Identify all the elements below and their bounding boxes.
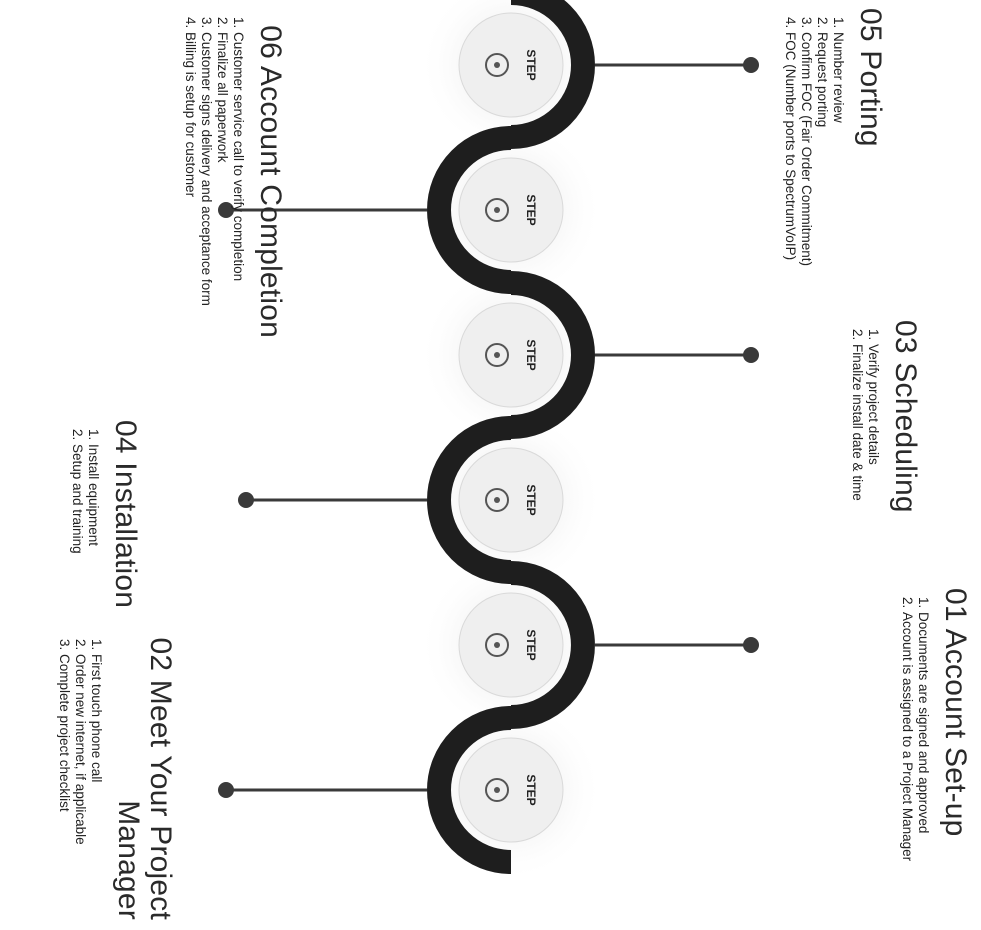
step-node: STEP — [458, 12, 564, 118]
step-06-block: 06 Account Completion Customer service c… — [182, 8, 287, 338]
step-04-title: 04 Installation — [109, 420, 142, 609]
road-segment — [510, 0, 595, 149]
step-03-block: 03 Scheduling Verify project details Fin… — [849, 320, 922, 580]
list-item: First touch phone call — [88, 654, 104, 920]
list-item: Account is assigned to a Project Manager — [899, 612, 915, 918]
list-item: Finalize all paperwork — [214, 32, 230, 338]
list-item: Order new internet, if applicable — [72, 654, 88, 920]
road-segment — [510, 561, 595, 729]
connector-dot — [218, 782, 234, 798]
road-segment — [510, 271, 595, 439]
connector-dot — [238, 492, 254, 508]
step-label: STEP — [524, 339, 538, 370]
step-node: STEP — [458, 302, 564, 408]
step-02-title: 02 Meet Your Project Manager — [112, 637, 177, 920]
list-item: Number review — [830, 32, 846, 308]
step-label: STEP — [524, 194, 538, 225]
step-label: STEP — [524, 774, 538, 805]
step-node: STEP — [458, 737, 564, 843]
step-node: STEP — [458, 447, 564, 553]
connector-dot — [743, 57, 759, 73]
phone-transfer-icon — [485, 633, 509, 657]
step-06-title: 06 Account Completion — [254, 25, 287, 338]
connector-dot — [743, 637, 759, 653]
step-03-title: 03 Scheduling — [889, 320, 922, 513]
step-02-list: First touch phone call Order new interne… — [56, 630, 104, 920]
step-04-block: 04 Installation Install equipment Setup … — [69, 420, 142, 660]
tools-icon — [485, 488, 509, 512]
step-05-list: Number review Request porting Confirm FO… — [782, 8, 846, 308]
road-segment — [427, 416, 512, 584]
calendar-icon — [485, 343, 509, 367]
list-item: Verify project details — [865, 344, 881, 580]
list-item: Customer signs delivery and acceptance f… — [198, 32, 214, 338]
step-01-list: Documents are signed and approved Accoun… — [899, 588, 931, 918]
step-node: STEP — [458, 592, 564, 698]
road-segment — [427, 706, 512, 874]
connector-dot — [743, 347, 759, 363]
list-item: Billing is setup for customer — [182, 32, 198, 338]
handshake-icon — [485, 198, 509, 222]
list-item: Complete project checklist — [56, 654, 72, 920]
step-02-block: 02 Meet Your Project Manager First touch… — [56, 630, 177, 920]
step-label: STEP — [524, 484, 538, 515]
step-03-list: Verify project details Finalize install … — [849, 320, 881, 580]
step-node: STEP — [458, 157, 564, 263]
step-05-title: 05 Porting — [854, 8, 887, 147]
list-item: Install equipment — [85, 444, 101, 660]
pen-icon — [485, 53, 509, 77]
trophy-icon — [485, 778, 509, 802]
road-segment — [427, 126, 512, 294]
list-item: FOC (Number ports to SpectrumVoIP) — [782, 32, 798, 308]
step-label: STEP — [524, 49, 538, 80]
step-01-title: 01 Account Set-up — [939, 588, 972, 837]
list-item: Finalize install date & time — [849, 344, 865, 580]
list-item: Confirm FOC (Fair Order Commitment) — [798, 32, 814, 308]
list-item: Setup and training — [69, 444, 85, 660]
step-label: STEP — [524, 629, 538, 660]
step-04-list: Install equipment Setup and training — [69, 420, 101, 660]
connector-dot — [218, 202, 234, 218]
step-01-block: 01 Account Set-up Documents are signed a… — [899, 588, 972, 918]
step-05-block: 05 Porting Number review Request porting… — [782, 8, 887, 308]
list-item: Request porting — [814, 32, 830, 308]
list-item: Documents are signed and approved — [915, 612, 931, 918]
list-item: Customer service call to verify completi… — [230, 32, 246, 338]
step-06-list: Customer service call to verify completi… — [182, 8, 246, 338]
